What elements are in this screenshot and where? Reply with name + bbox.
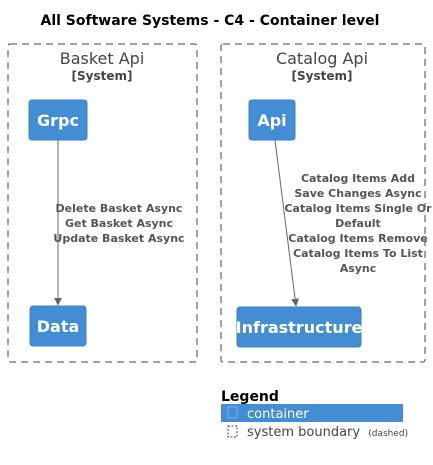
legend-container-label: container [247, 407, 309, 422]
relation-line: Catalog Items Single Or [284, 202, 432, 215]
boundary-basket-name: Basket Api [60, 49, 145, 68]
relation-line: Save Changes Async [294, 187, 421, 200]
container-data-box[interactable] [29, 305, 87, 347]
container-infrastructure[interactable]: Infrastructure [236, 306, 363, 348]
boundary-basket-type: [System] [72, 69, 133, 83]
relation-line: Catalog Items Remove [288, 232, 427, 245]
boundary-basket-api: Basket Api [System] [7, 43, 198, 363]
relation-line: Catalog Items Add [301, 172, 415, 185]
diagram-title: All Software Systems - C4 - Container le… [41, 13, 380, 29]
container-api-box[interactable] [248, 99, 296, 141]
container-api[interactable]: Api [248, 99, 296, 141]
boundary-catalog-api: Catalog Api [System] [220, 43, 426, 363]
relation-line: Get Basket Async [65, 217, 173, 230]
legend: Legend container system boundary (dashed… [221, 389, 408, 440]
legend-title: Legend [221, 389, 279, 405]
relation-line: Async [340, 262, 377, 275]
legend-boundary-row: system boundary (dashed) [247, 425, 408, 440]
boundary-catalog-type: [System] [292, 69, 353, 83]
legend-container-swatch [221, 404, 403, 422]
boundary-catalog-name: Catalog Api [276, 49, 368, 68]
relation-line: Catalog Items To List [293, 247, 423, 260]
legend-boundary-note: (dashed) [368, 429, 408, 439]
container-grpc-box[interactable] [28, 99, 88, 141]
relation-line: Update Basket Async [53, 232, 184, 245]
relation-arrow-api-infrastructure [274, 139, 300, 307]
container-api-label: Api [257, 111, 286, 130]
legend-boundary-label: system boundary [247, 425, 360, 440]
relation-label-api-infrastructure: Catalog Items Add Save Changes Async Cat… [284, 172, 432, 275]
boundary-catalog-frame [220, 43, 426, 363]
legend-container-icon [227, 406, 238, 419]
relation-line: Default [335, 217, 381, 230]
container-grpc-label: Grpc [37, 111, 79, 130]
dashed-square-icon [227, 425, 238, 438]
container-data[interactable]: Data [29, 305, 87, 347]
container-infrastructure-label: Infrastructure [236, 318, 363, 337]
relation-line: Delete Basket Async [56, 202, 183, 215]
relation-label-grpc-data: Delete Basket Async Get Basket Async Upd… [53, 202, 184, 245]
container-grpc[interactable]: Grpc [28, 99, 88, 141]
container-data-label: Data [37, 317, 80, 336]
container-infrastructure-box[interactable] [236, 306, 362, 348]
